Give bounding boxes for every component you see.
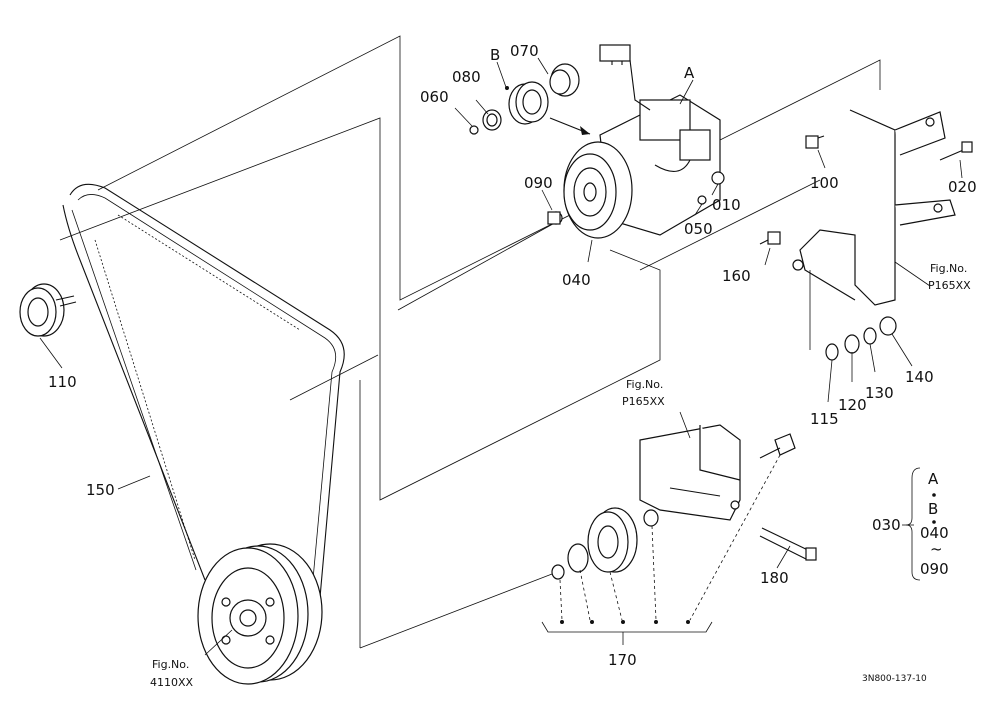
callout-170: 170: [608, 651, 637, 669]
legend-item-A: A: [928, 470, 939, 488]
fig-ref-bracket-bottom-2: P165XX: [622, 395, 665, 408]
callout-040: 040: [562, 271, 591, 289]
callout-070: 070: [510, 42, 539, 60]
callout-150: 150: [86, 481, 115, 499]
callout-100: 100: [810, 174, 839, 192]
callout-080: 080: [452, 68, 481, 86]
upper-bracket: [792, 109, 956, 350]
callout-labels: A B 070 080 060 090 010 050 040 100 020 …: [48, 42, 977, 669]
legend-item-040: 040: [920, 524, 949, 542]
compressor: [549, 44, 725, 239]
v-belt: [62, 183, 345, 621]
legend-item-B: B: [928, 500, 938, 518]
callout-110: 110: [48, 373, 77, 391]
fig-references: Fig.No. P165XX Fig.No. P165XX Fig.No. 41…: [150, 262, 971, 689]
callout-180: 180: [760, 569, 789, 587]
callout-160: 160: [722, 267, 751, 285]
bearing-parts: [469, 63, 591, 135]
bolts: [547, 135, 973, 245]
callout-130: 130: [865, 384, 894, 402]
crank-pulley: [197, 543, 323, 685]
callout-090: 090: [524, 174, 553, 192]
fig-ref-crank-2: 4110XX: [150, 676, 194, 689]
callout-115: 115: [810, 410, 839, 428]
callout-A: A: [684, 64, 695, 82]
callout-020: 020: [948, 178, 977, 196]
idler-pulley-110: [19, 283, 77, 369]
callout-060: 060: [420, 88, 449, 106]
legend-item-tilde: ~: [930, 540, 943, 558]
set-legend: 030 A B 040 ~ 090: [872, 467, 949, 581]
callout-B: B: [490, 46, 500, 64]
fig-ref-bracket-top-1: Fig.No.: [930, 262, 967, 275]
belt-guide-lines: [59, 35, 881, 649]
legend-code: 030: [872, 516, 901, 534]
legend-item-090: 090: [920, 560, 949, 578]
callout-050: 050: [684, 220, 713, 238]
group-170-bracket: [541, 454, 781, 645]
tensioner-assembly: [551, 424, 817, 580]
callout-140: 140: [905, 368, 934, 386]
fig-ref-bracket-bottom-1: Fig.No.: [626, 378, 663, 391]
fig-ref-crank-1: Fig.No.: [152, 658, 189, 671]
washer-stack: [825, 316, 897, 361]
callout-120: 120: [838, 396, 867, 414]
drawing-code: 3N800-137-10: [862, 674, 927, 684]
leader-lines: [117, 57, 963, 656]
callout-010: 010: [712, 196, 741, 214]
fig-ref-bracket-top-2: P165XX: [928, 279, 971, 292]
